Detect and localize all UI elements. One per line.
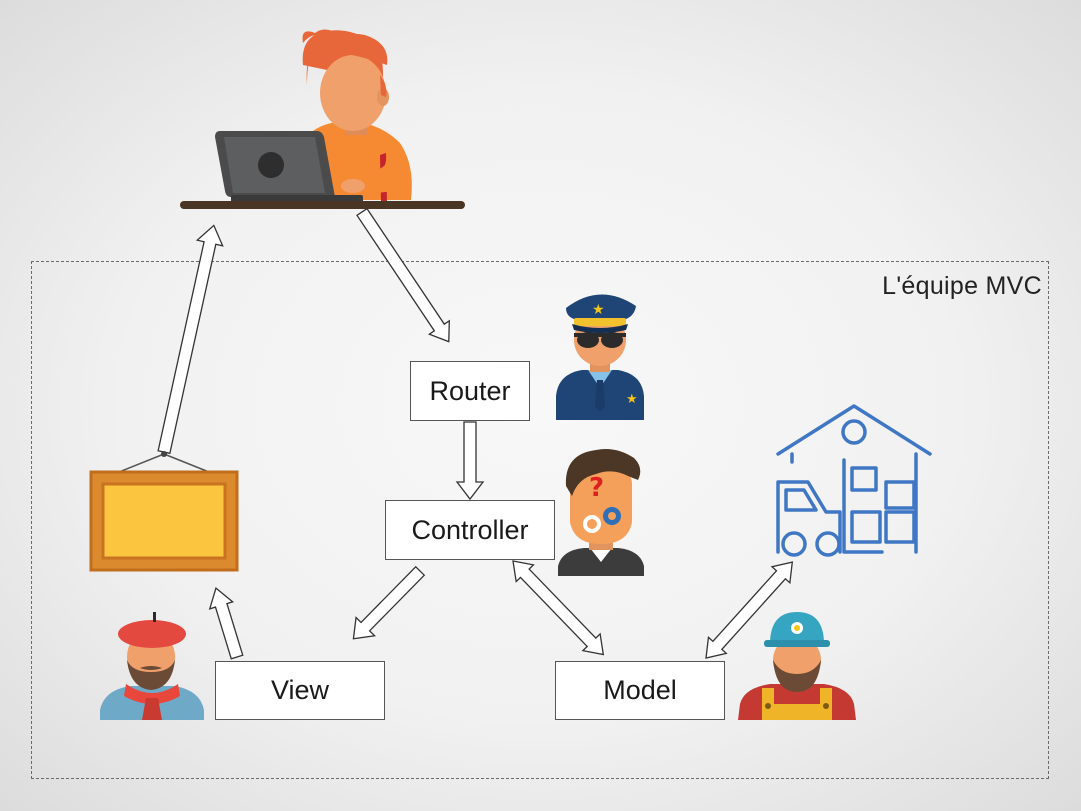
arrow-controller-to-view [352,565,426,640]
svg-text:★: ★ [626,392,638,407]
painter-icon [100,612,204,720]
team-boundary: L'équipe MVC [31,261,1049,779]
arrow-model-warehouse [705,561,794,659]
arrow-view-to-frame [208,587,244,660]
picture-frame-icon [89,451,239,572]
svg-text:?: ? [589,473,604,503]
svg-text:★: ★ [592,302,605,318]
warehouse-forklift-icon [776,404,932,557]
arrow-router-to-controller [455,421,485,501]
team-label: L'équipe MVC [882,272,1042,300]
arrow-user-to-router [356,207,450,343]
confused-manager-icon: ? [558,449,644,576]
view-box: View [215,661,385,720]
model-box: Model [555,661,725,720]
person-at-laptop-icon [180,29,465,209]
arrow-frame-to-user [157,224,224,455]
controller-box: Controller [385,500,555,560]
construction-worker-icon [738,612,856,720]
police-officer-icon: ★ ★ [556,294,644,420]
arrow-controller-model [512,560,605,656]
router-box: Router [410,361,530,421]
